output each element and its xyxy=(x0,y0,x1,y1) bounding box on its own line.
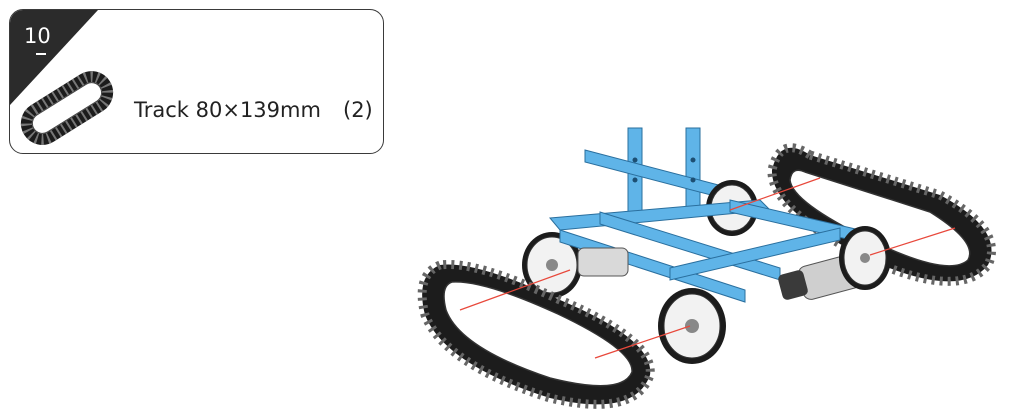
parts-callout-box: 10 Track 80×139mm (2) xyxy=(9,9,384,154)
front-left-wheel xyxy=(658,288,726,364)
track-part-icon xyxy=(20,71,114,145)
step-corner-tab xyxy=(10,10,98,105)
axis-guide-lines xyxy=(459,177,956,359)
front-right-wheel xyxy=(839,226,891,290)
part-quantity-label: (2) xyxy=(343,98,373,122)
vertical-frame xyxy=(584,127,731,219)
right-track xyxy=(767,143,996,286)
left-motor xyxy=(577,247,629,277)
left-track xyxy=(417,259,655,409)
assembly-illustration xyxy=(417,127,996,409)
step-number-underline xyxy=(36,53,46,55)
part-name-label: Track 80×139mm xyxy=(134,98,321,122)
step-number: 10 xyxy=(24,24,51,48)
